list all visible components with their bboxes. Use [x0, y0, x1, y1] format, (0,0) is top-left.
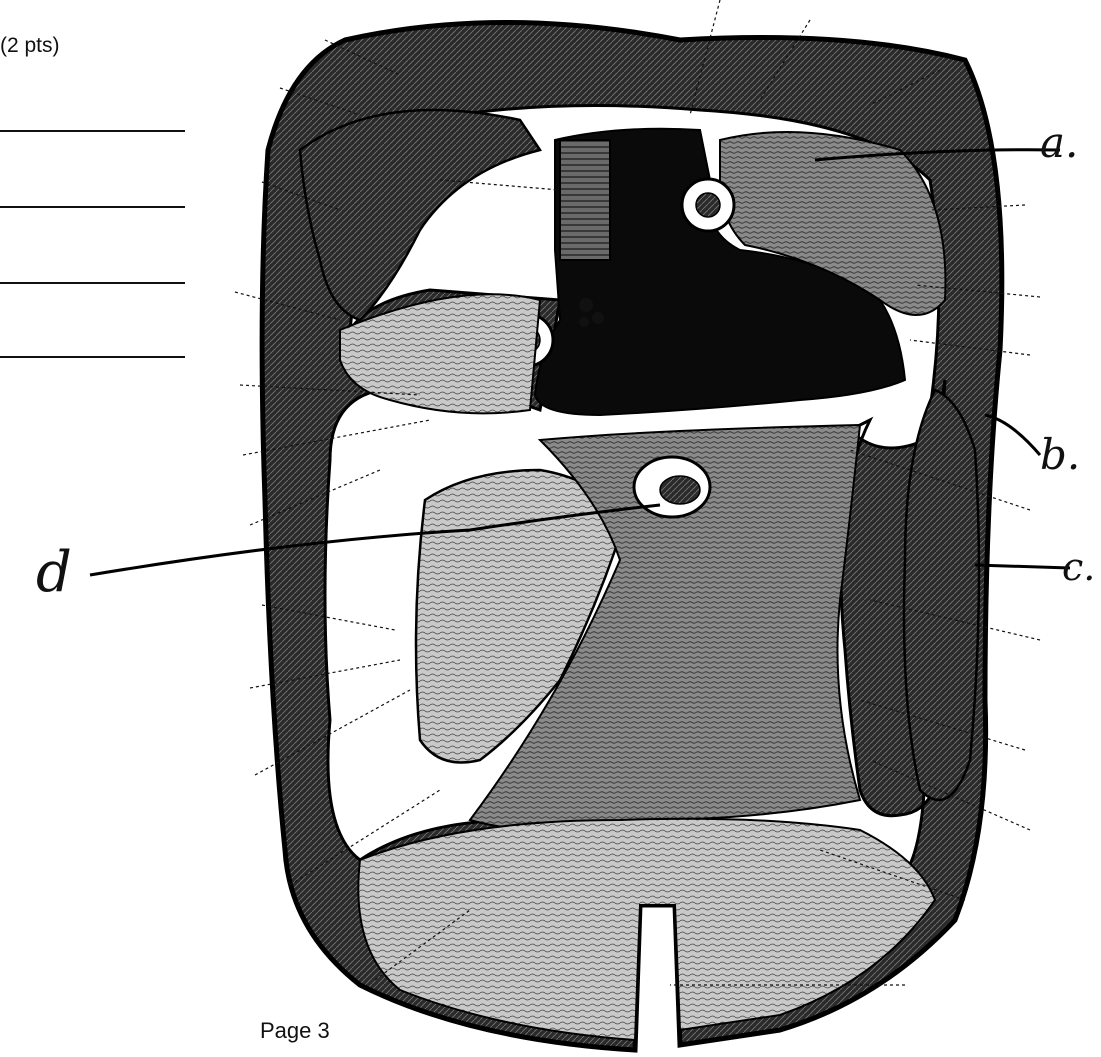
vessel-circle [579, 298, 593, 312]
label-a: a. [1040, 118, 1078, 167]
vessel-circle [592, 312, 604, 324]
spinal-vessel [660, 476, 700, 504]
lower-muscle [358, 819, 935, 1040]
page-number: Page 3 [260, 1018, 330, 1044]
label-c: c. [1062, 545, 1095, 589]
vessel-circle [579, 317, 589, 327]
striped-vessel [560, 140, 610, 260]
vessel-circle [696, 193, 720, 217]
label-d: d [36, 540, 72, 605]
label-b: b. [1040, 430, 1080, 479]
right-vertical-organ [904, 390, 979, 800]
